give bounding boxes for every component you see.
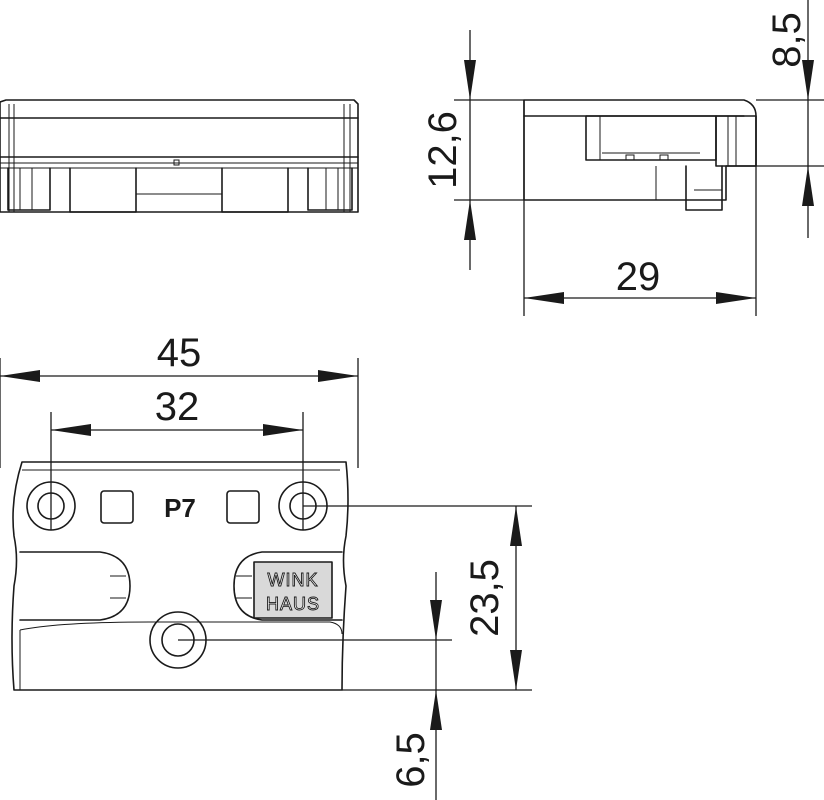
logo-plate bbox=[253, 561, 333, 619]
dimension-height: 12,6 bbox=[421, 30, 524, 270]
plan-view: WINK HAUS P7 bbox=[11, 461, 349, 691]
dimension-bottom-offset: 6,5 bbox=[178, 572, 452, 800]
dimension-vertical-offset: 23,5 bbox=[303, 505, 532, 691]
dim-label-32: 32 bbox=[155, 385, 200, 429]
left-square-recess bbox=[100, 490, 134, 524]
dim-label-12-6: 12,6 bbox=[421, 111, 465, 189]
dimension-top-step: 8,5 bbox=[756, 0, 824, 238]
logo-line-2: HAUS bbox=[266, 594, 320, 614]
side-elevation-view bbox=[523, 99, 757, 211]
dim-label-6-5: 6,5 bbox=[389, 732, 433, 788]
dim-label-45: 45 bbox=[157, 331, 202, 375]
front-elevation-view bbox=[0, 99, 359, 213]
right-square-recess bbox=[226, 490, 260, 524]
dim-label-23-5: 23,5 bbox=[463, 559, 507, 637]
part-marking: P7 bbox=[164, 493, 196, 523]
dimension-overall-width: 45 bbox=[0, 331, 359, 468]
dimension-depth: 29 bbox=[523, 100, 757, 316]
dimension-hole-spacing: 32 bbox=[50, 385, 304, 530]
logo-line-1: WINK bbox=[268, 570, 319, 590]
dim-label-29: 29 bbox=[616, 255, 661, 299]
dim-label-8-5: 8,5 bbox=[765, 12, 809, 68]
